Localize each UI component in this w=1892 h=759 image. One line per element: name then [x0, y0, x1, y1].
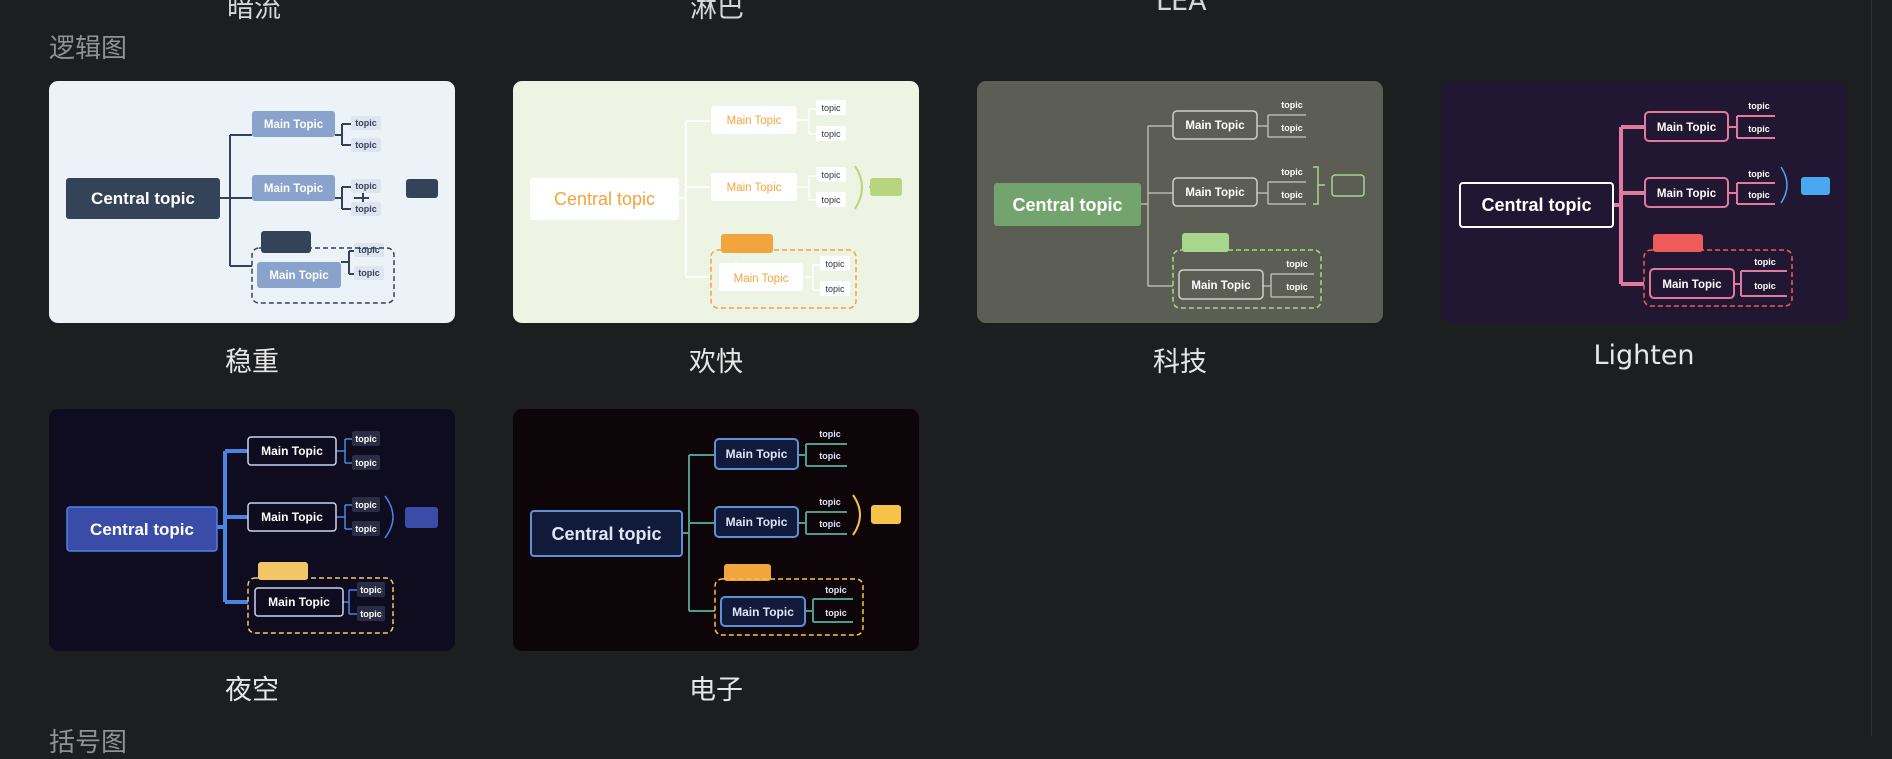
svg-text:Main Topic: Main Topic: [1191, 280, 1251, 292]
section-title-next: 括号图: [49, 728, 128, 758]
svg-text:topic: topic: [360, 609, 382, 619]
svg-text:Main Topic: Main Topic: [726, 515, 788, 529]
svg-text:topic: topic: [355, 181, 377, 191]
svg-text:Central topic: Central topic: [554, 189, 655, 209]
svg-text:topic: topic: [825, 585, 847, 595]
svg-text:topic: topic: [355, 204, 377, 214]
svg-text:Main Topic: Main Topic: [261, 444, 323, 458]
svg-text:Main Topic: Main Topic: [1657, 122, 1717, 134]
prev-theme-label-2: 淋巴: [690, 0, 744, 24]
svg-text:Main Topic: Main Topic: [1185, 187, 1245, 199]
svg-text:Central topic: Central topic: [551, 524, 661, 544]
theme-name-keji: 科技: [1153, 347, 1207, 378]
svg-text:topic: topic: [1286, 282, 1308, 292]
svg-text:topic: topic: [1281, 167, 1303, 177]
theme-preview-lighten: Central topic Main Topic Main Topic topi…: [1441, 81, 1847, 323]
svg-text:topic: topic: [355, 434, 377, 444]
svg-text:Main Topic: Main Topic: [1657, 188, 1717, 200]
prev-theme-label-3: LEA: [1156, 0, 1207, 17]
svg-text:topic: topic: [358, 268, 380, 278]
section-title-logic: 逻辑图: [49, 34, 128, 64]
svg-text:Main Topic: Main Topic: [269, 270, 329, 282]
scrollbar[interactable]: [1871, 0, 1892, 736]
svg-text:topic: topic: [821, 129, 841, 139]
svg-text:topic: topic: [819, 429, 841, 439]
svg-text:topic: topic: [355, 524, 377, 534]
svg-text:Main Topic: Main Topic: [727, 182, 782, 194]
theme-card-huankuai[interactable]: Central topic Main Topic Main Topic topi…: [513, 81, 919, 323]
svg-text:topic: topic: [1748, 190, 1770, 200]
svg-text:topic: topic: [1748, 101, 1770, 111]
svg-text:Main Topic: Main Topic: [264, 183, 324, 195]
svg-text:topic: topic: [825, 608, 847, 618]
theme-name-dianzi: 电子: [689, 675, 743, 706]
svg-text:topic: topic: [1748, 169, 1770, 179]
svg-text:topic: topic: [360, 585, 382, 595]
svg-text:Main Topic: Main Topic: [268, 595, 330, 609]
svg-text:topic: topic: [355, 458, 377, 468]
theme-card-keji[interactable]: Central topic Main Topic Main Topic topi…: [977, 81, 1383, 323]
svg-text:topic: topic: [819, 451, 841, 461]
svg-text:topic: topic: [355, 500, 377, 510]
theme-name-huankuai: 欢快: [689, 347, 743, 378]
theme-card-lighten[interactable]: Central topic Main Topic Main Topic topi…: [1441, 81, 1847, 323]
svg-text:Main Topic: Main Topic: [726, 447, 788, 461]
svg-text:topic: topic: [1754, 257, 1776, 267]
svg-text:Main Topic: Main Topic: [264, 119, 324, 131]
svg-text:Central topic: Central topic: [91, 189, 195, 208]
theme-card-wenzhong[interactable]: Central topic Main Topic Main Topic topi…: [49, 81, 455, 323]
theme-name-wenzhong: 稳重: [225, 347, 279, 378]
theme-preview-dianzi: Central topic Main Topic Main Topic topi…: [513, 409, 919, 651]
theme-name-lighten: Lighten: [1593, 340, 1695, 371]
theme-preview-huankuai: Central topic Main Topic Main Topic topi…: [513, 81, 919, 323]
theme-preview-keji: Central topic Main Topic Main Topic topi…: [977, 81, 1383, 323]
svg-text:topic: topic: [821, 195, 841, 205]
svg-text:topic: topic: [358, 245, 380, 255]
svg-text:topic: topic: [1281, 190, 1303, 200]
theme-card-yekong[interactable]: Central topic Main Topic Main Topic topi…: [49, 409, 455, 651]
prev-theme-label-1: 暗流: [227, 0, 281, 24]
svg-text:topic: topic: [1286, 259, 1308, 269]
svg-text:Central topic: Central topic: [1012, 195, 1122, 215]
theme-preview-wenzhong: Central topic Main Topic Main Topic topi…: [49, 81, 455, 323]
theme-card-dianzi[interactable]: Central topic Main Topic Main Topic topi…: [513, 409, 919, 651]
svg-text:topic: topic: [355, 118, 377, 128]
svg-text:topic: topic: [1281, 123, 1303, 133]
svg-text:Main Topic: Main Topic: [732, 605, 794, 619]
svg-text:topic: topic: [1281, 100, 1303, 110]
svg-text:topic: topic: [819, 497, 841, 507]
svg-text:Main Topic: Main Topic: [734, 273, 789, 285]
svg-text:topic: topic: [821, 170, 841, 180]
svg-text:topic: topic: [1754, 281, 1776, 291]
svg-text:topic: topic: [825, 284, 845, 294]
svg-text:Main Topic: Main Topic: [1185, 120, 1245, 132]
svg-text:Central topic: Central topic: [90, 520, 194, 539]
svg-text:Main Topic: Main Topic: [261, 510, 323, 524]
svg-text:topic: topic: [825, 259, 845, 269]
svg-text:topic: topic: [821, 103, 841, 113]
svg-text:topic: topic: [355, 140, 377, 150]
svg-text:topic: topic: [819, 519, 841, 529]
svg-text:topic: topic: [1748, 124, 1770, 134]
theme-name-yekong: 夜空: [225, 675, 279, 706]
svg-text:Main Topic: Main Topic: [727, 115, 782, 127]
svg-text:Central topic: Central topic: [1481, 195, 1591, 215]
svg-text:Main Topic: Main Topic: [1662, 279, 1722, 291]
theme-preview-yekong: Central topic Main Topic Main Topic topi…: [49, 409, 455, 651]
